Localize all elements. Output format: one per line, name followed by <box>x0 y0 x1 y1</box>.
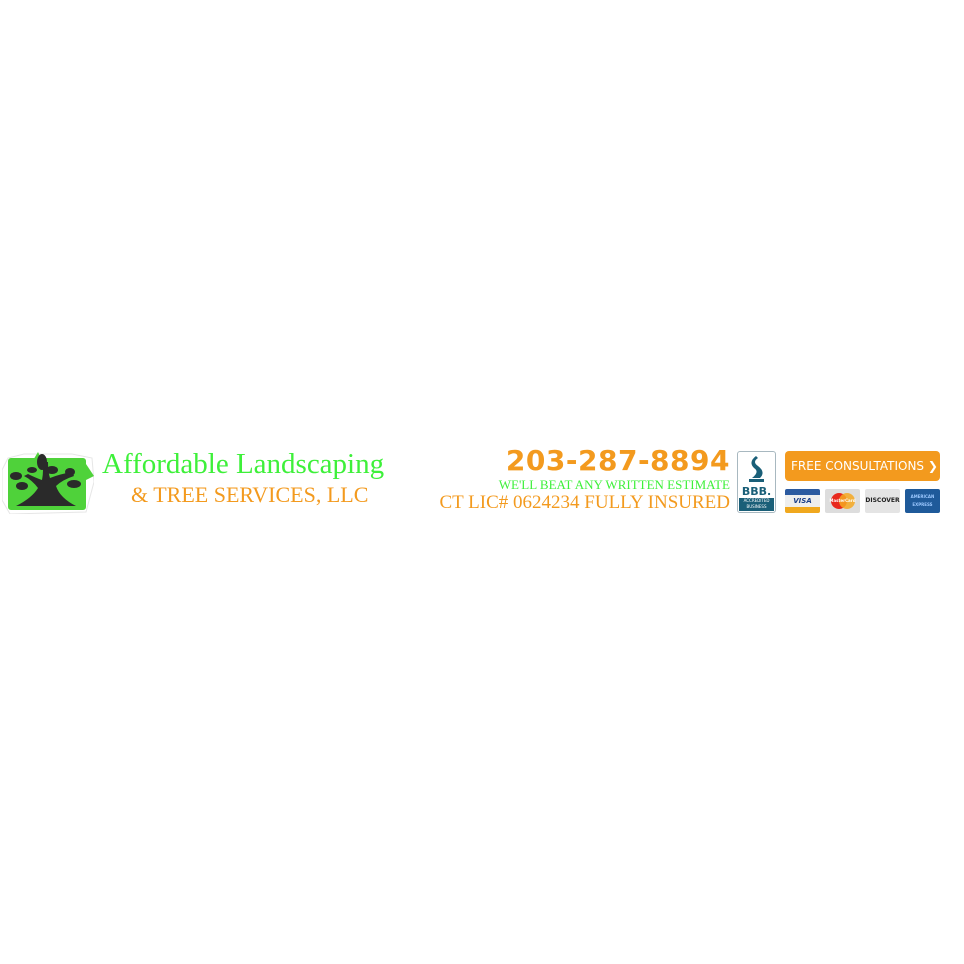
company-subtitle: & TREE SERVICES, LLC <box>131 482 369 507</box>
tree-logo-icon[interactable] <box>2 450 94 514</box>
mastercard-label: MasterCard <box>829 498 856 503</box>
license-text: CT LIC# 0624234 FULLY INSURED <box>439 492 731 513</box>
bbb-accredited-label: ACCREDITED BUSINESS <box>739 498 774 511</box>
header-banner: Affordable Landscaping & TREE SERVICES, … <box>0 444 964 520</box>
company-name: Affordable Landscaping <box>102 448 385 480</box>
estimate-tagline: WE'LL BEAT ANY WRITTEN ESTIMATE <box>498 477 730 492</box>
bbb-accredited-badge[interactable]: BBB. ACCREDITED BUSINESS <box>737 451 776 513</box>
discover-card-icon: DISCOVER <box>865 489 900 513</box>
free-consultations-button[interactable]: FREE CONSULTATIONS ❯ <box>785 451 940 481</box>
visa-card-icon: VISA <box>785 489 820 513</box>
bbb-label: BBB. <box>741 485 772 498</box>
bbb-torch-icon <box>749 456 764 482</box>
amex-card-icon: AMERICAN EXPRESS <box>905 489 940 513</box>
phone-number[interactable]: 203-287-8894 <box>505 444 730 477</box>
mastercard-icon: MasterCard <box>825 489 860 513</box>
